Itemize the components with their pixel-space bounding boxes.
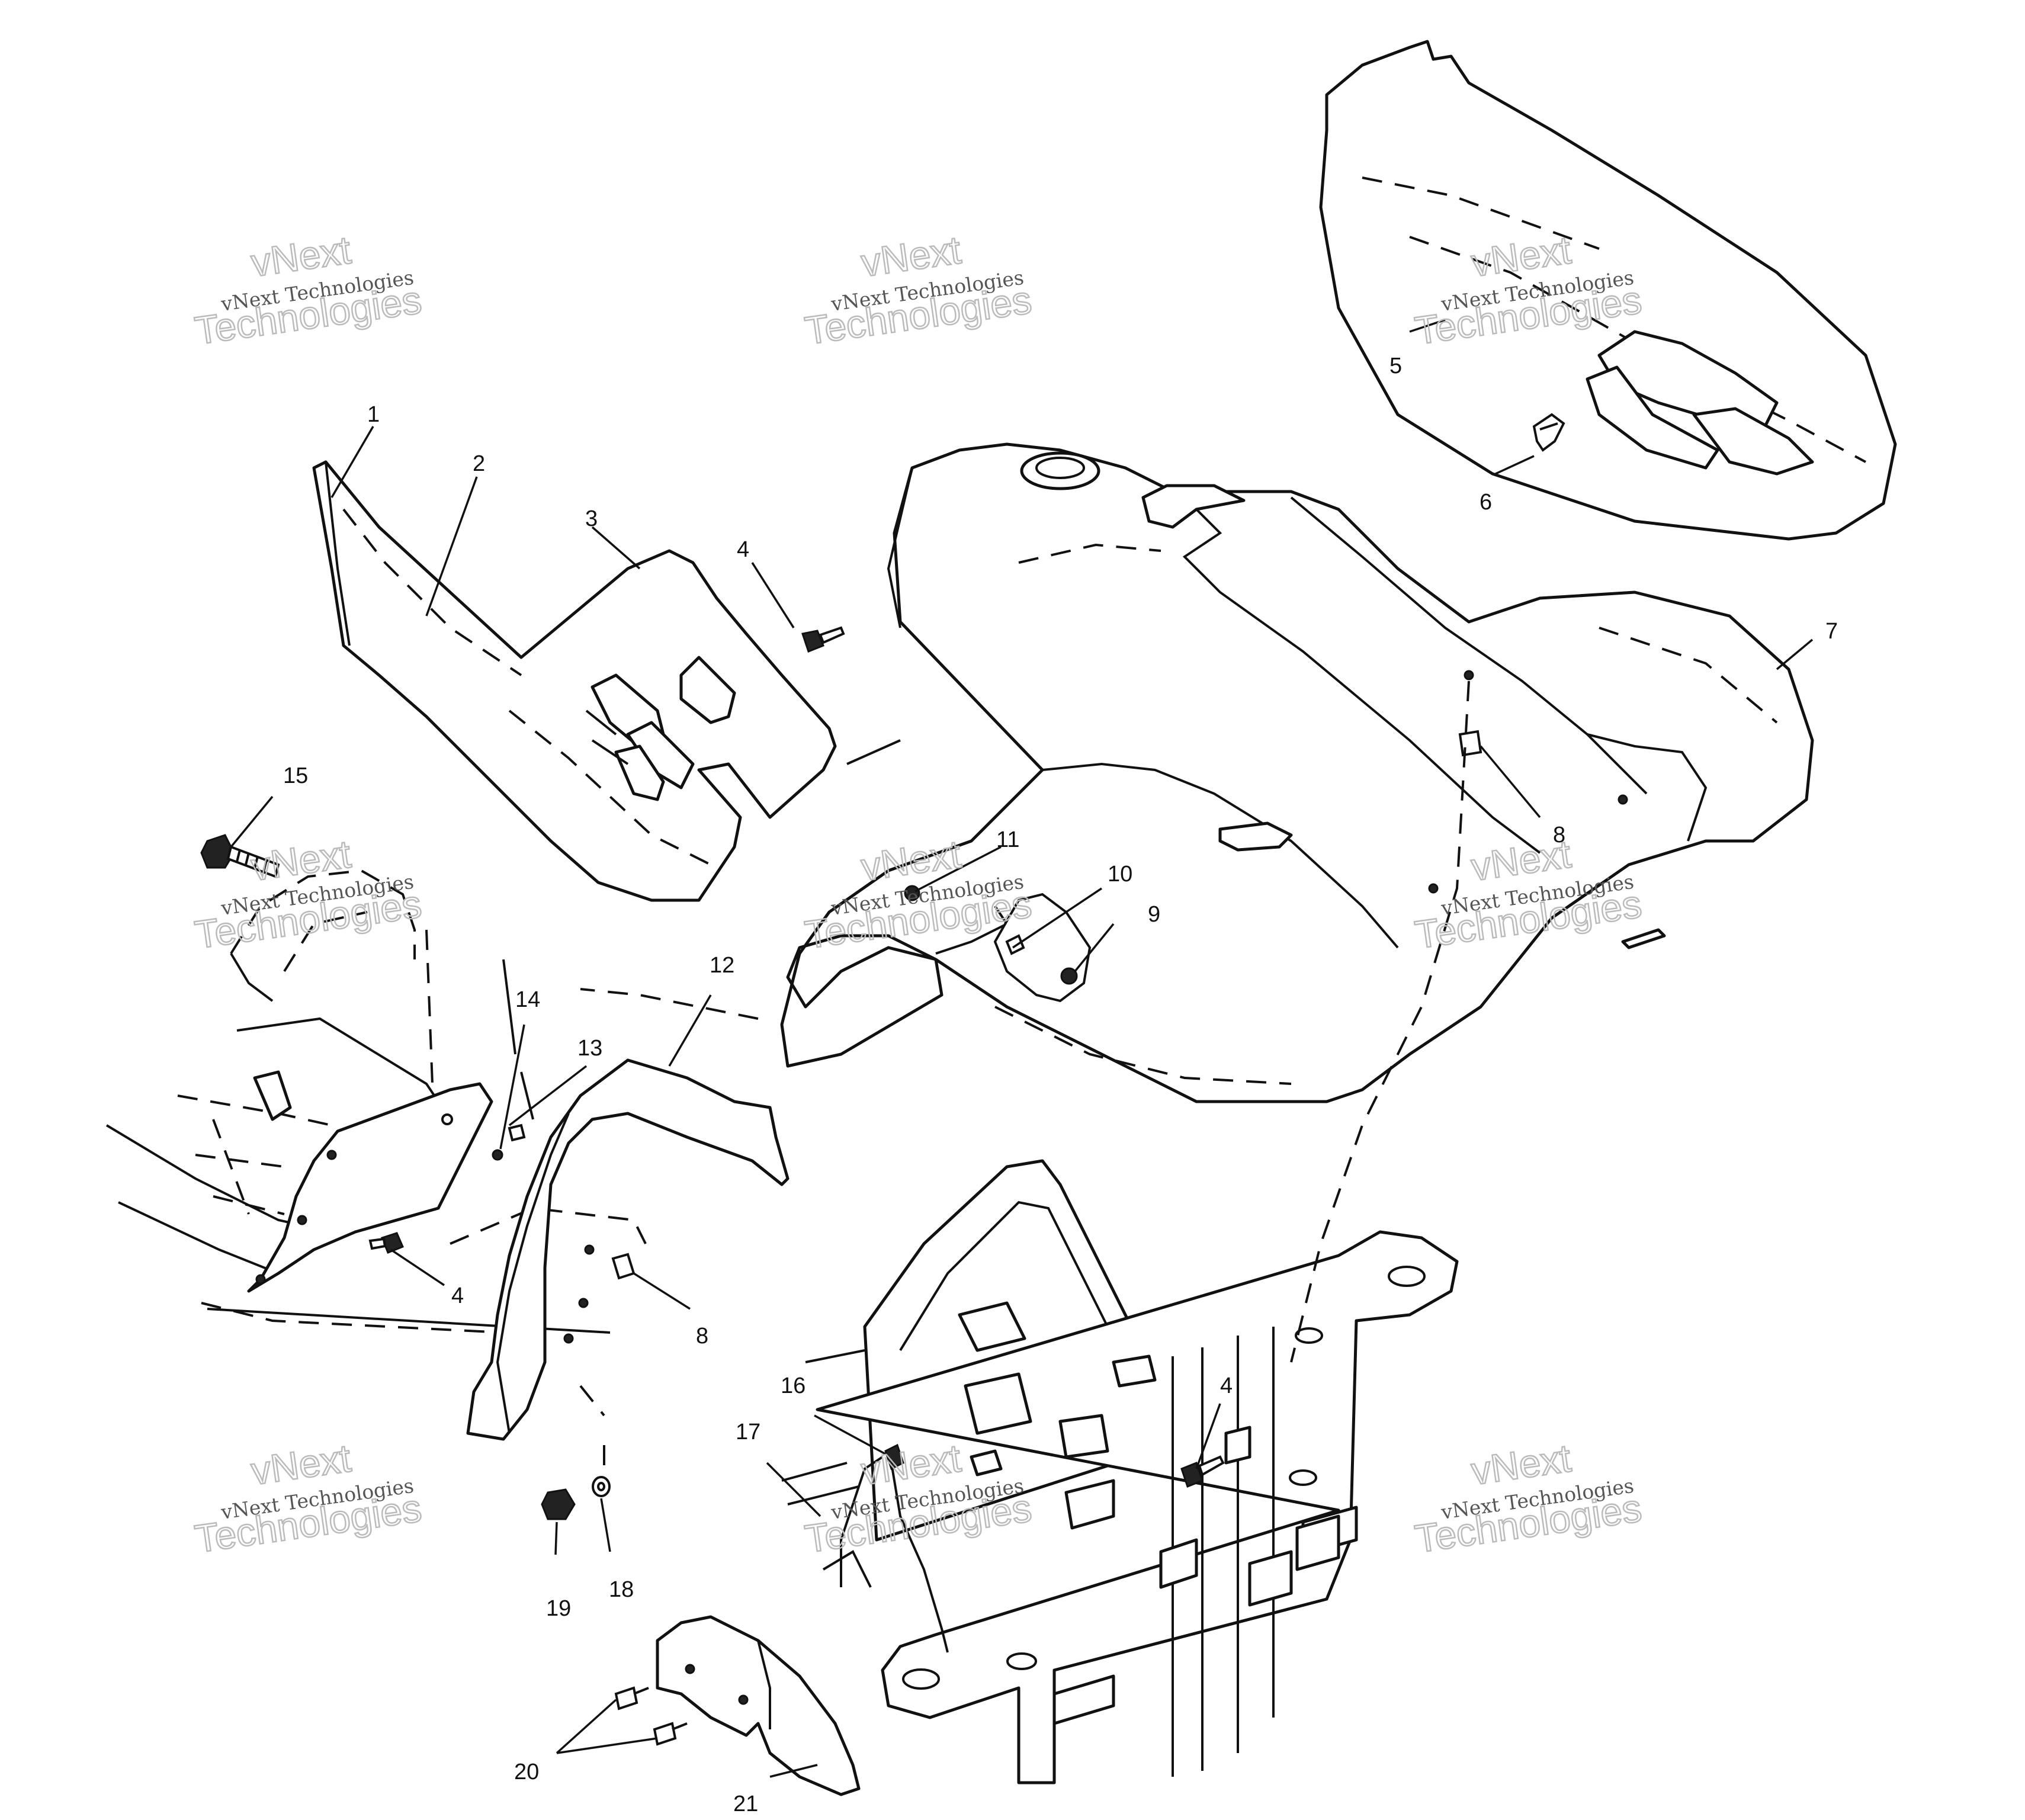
callout-4-top: 4 [737,537,749,562]
callout-14: 14 [515,987,540,1012]
watermark-low-left: vNext Technologies vNext Technologies [191,1435,425,1562]
callout-12: 12 [710,953,734,978]
screw-20-a [614,1686,638,1710]
left-fender-flare [466,1058,790,1441]
frame-chassis [781,1159,1459,1784]
callout-15: 15 [283,763,308,788]
left-mud-flap [247,1082,493,1293]
grommet-16 [884,1443,904,1471]
watermark-top-left: vNext Technologies vNext Technologies [191,227,425,354]
screw-4-frame [1180,1455,1225,1488]
callout-13: 13 [577,1036,602,1061]
callout-6: 6 [1480,490,1492,515]
callout-numbers: 1 2 3 4 5 6 7 8 9 10 11 12 13 14 15 4 8 … [283,354,1838,1816]
watermark-low-right: vNext Technologies vNext Technologies [1411,1435,1645,1562]
callout-16: 16 [781,1373,805,1398]
callout-8-lower: 8 [696,1324,708,1349]
speed-nut-8-upper [1458,730,1482,757]
fastener-14 [492,1149,503,1161]
callout-17: 17 [736,1420,760,1445]
callout-21: 21 [733,1792,758,1816]
callout-5: 5 [1389,354,1402,378]
watermark-top-center: vNext Technologies vNext Technologies [801,227,1035,354]
callout-1: 1 [367,402,380,427]
callout-11: 11 [996,827,1019,852]
callout-19: 19 [546,1596,571,1621]
rear-rack-panel [1319,40,1897,541]
screw-4-lower [368,1232,404,1254]
clip-6 [1532,413,1565,452]
callout-2: 2 [473,451,485,476]
screw-20-b [653,1722,677,1746]
left-side-panel-assembly [312,460,837,902]
callout-leader-lines [230,319,1814,1778]
speed-nut-8-lower [611,1253,636,1280]
main-body-shroud [780,442,1814,1103]
callout-3: 3 [585,506,598,531]
callout-10: 10 [1108,862,1132,887]
callout-4-frame: 4 [1220,1373,1233,1398]
left-footrest-area [105,869,647,1334]
callout-7: 7 [1825,619,1838,644]
callout-18: 18 [609,1577,634,1602]
nut-13 [508,1124,526,1142]
rear-splash-guard [656,1615,861,1796]
screw-4-top [801,626,845,653]
cable-17 [840,1456,949,1653]
callout-8-upper: 8 [1553,823,1565,848]
callout-4-lower: 4 [451,1283,464,1308]
hardware-parts [200,413,1565,1746]
callout-20: 20 [514,1760,539,1784]
nut-19 [541,1488,576,1520]
bolt-15 [200,834,280,878]
assembly-guide-lines [425,681,1470,1469]
callout-9: 9 [1148,902,1160,927]
bracket-9-10-11 [904,885,1092,1003]
